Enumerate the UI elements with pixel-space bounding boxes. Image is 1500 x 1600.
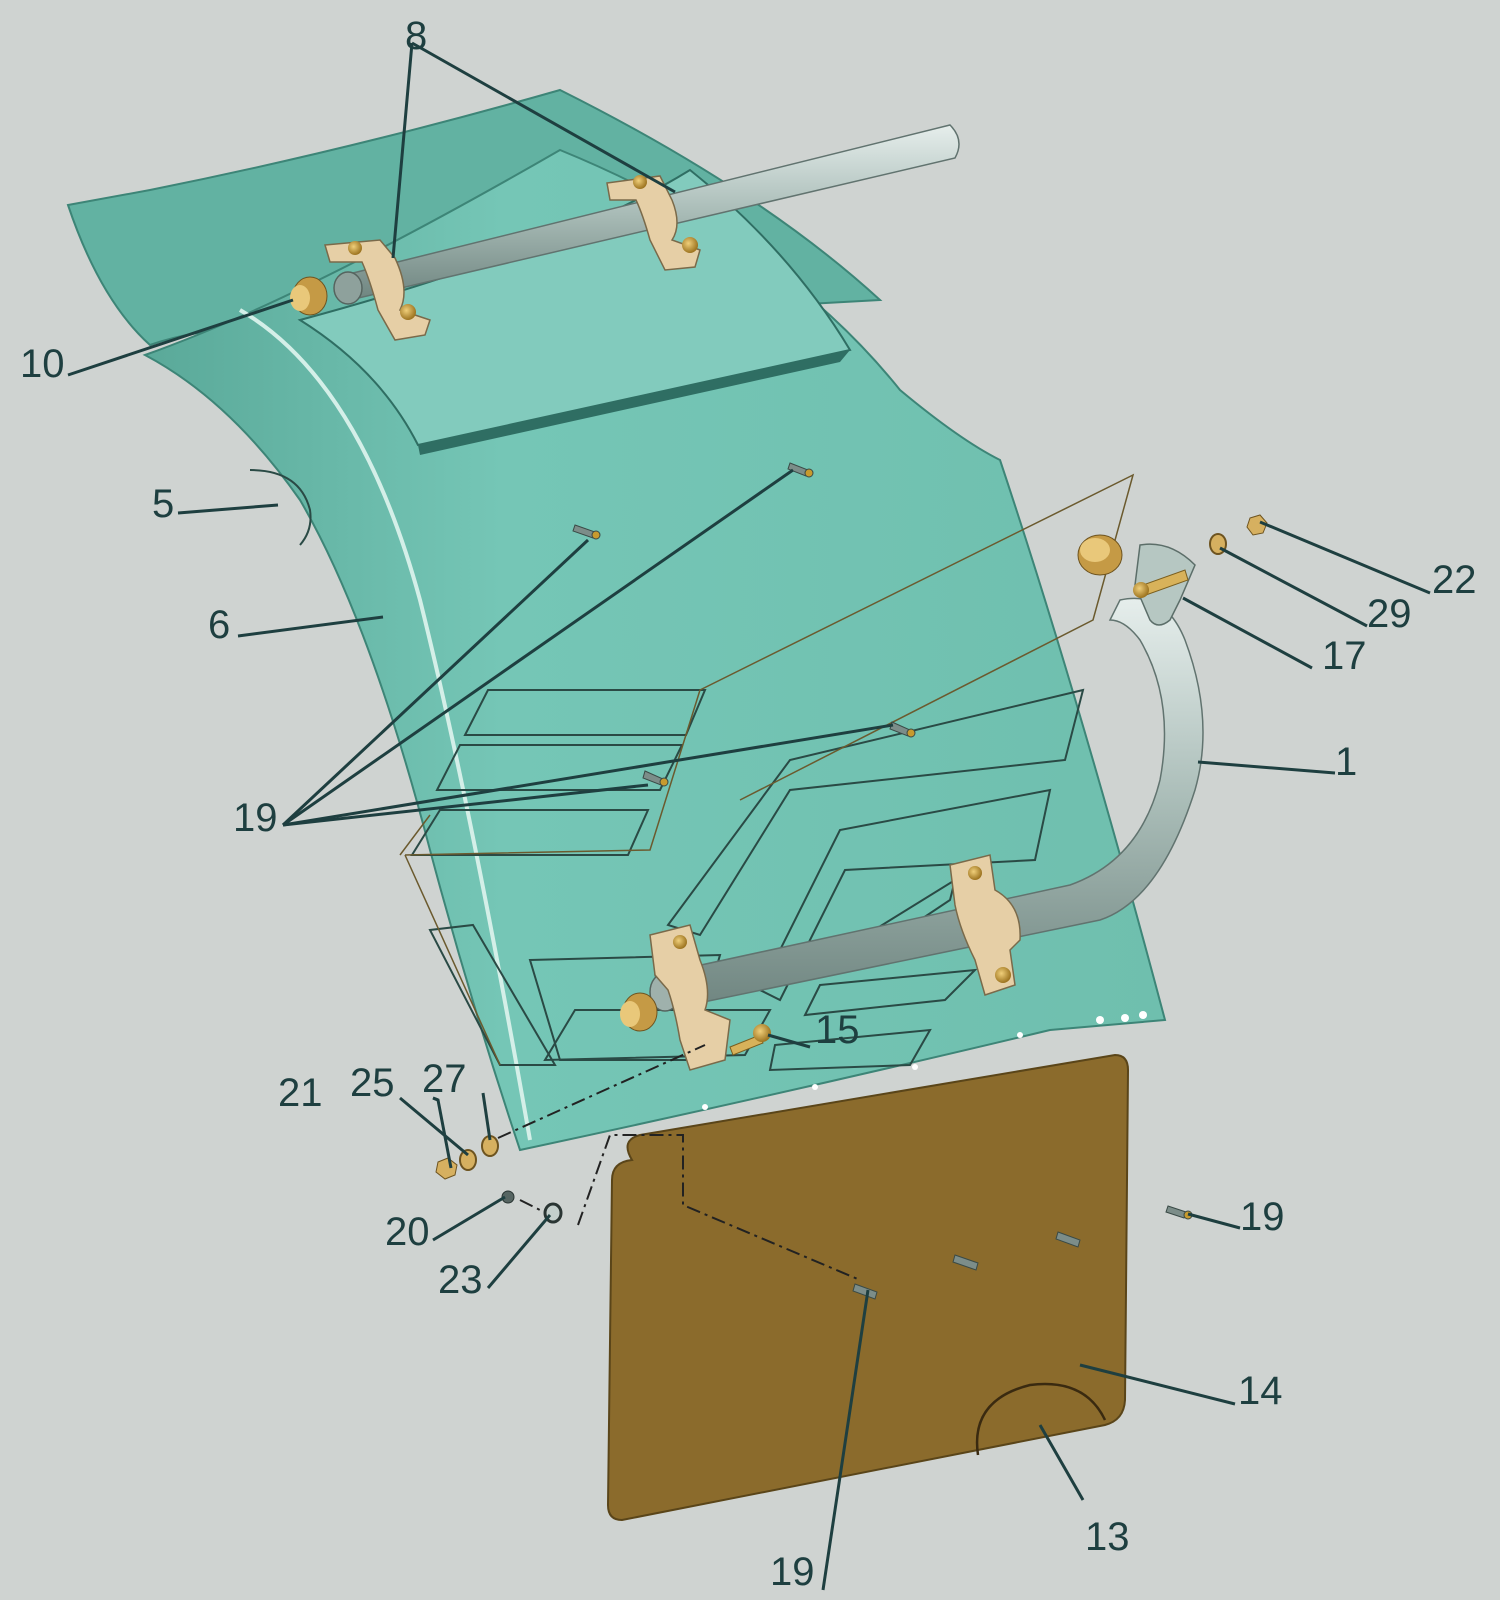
callout-10: 10: [20, 342, 65, 386]
callout-19-bottom: 19: [770, 1550, 815, 1594]
callout-5: 5: [152, 482, 174, 526]
bolt-15: [729, 1024, 771, 1056]
nut-20: [501, 1190, 515, 1204]
callout-17: 17: [1322, 634, 1367, 678]
callout-14: 14: [1238, 1369, 1283, 1413]
callout-labels: 8 10 5 6 19 22 29 17 1 15 21 25 27 20 23…: [20, 14, 1477, 1594]
screws-19: [572, 462, 1193, 1300]
callout-27: 27: [422, 1057, 467, 1101]
washer-25: [459, 1149, 477, 1171]
hardware-set: [435, 1135, 563, 1224]
plug-10: [290, 276, 328, 316]
plug-lower: [620, 992, 658, 1032]
pipe-bracket-right: [606, 175, 701, 271]
nut-21: [435, 1157, 458, 1180]
callout-15: 15: [815, 1008, 860, 1052]
callout-22: 22: [1432, 558, 1477, 602]
callout-25: 25: [350, 1061, 395, 1105]
mudflap: [606, 1011, 1147, 1522]
callout-8: 8: [405, 14, 427, 58]
lower-pipe: [654, 597, 1204, 1011]
callout-19-right: 19: [1240, 1195, 1285, 1239]
callout-21: 21: [278, 1071, 323, 1115]
mudflap-cutout-13: [975, 1382, 1107, 1456]
plug-upper-right: [1077, 534, 1123, 576]
leader-lines: [67, 41, 1431, 1591]
pipe-bracket-lower-left: [649, 924, 731, 1071]
lower-pipe-assembly: [620, 514, 1268, 1071]
pipe-bracket-lower-right: [949, 854, 1021, 996]
callout-1: 1: [1335, 740, 1357, 784]
callout-19-left: 19: [233, 796, 278, 840]
fender-bottom-holes: [702, 1011, 1147, 1110]
decal-outlines: [399, 473, 1135, 1072]
fender-body: [66, 88, 1167, 1152]
fender-top-plate-shadow: [418, 350, 850, 455]
upper-pipe-assembly: [290, 124, 960, 341]
callout-29: 29: [1367, 592, 1412, 636]
fender-cutout-5: [249, 469, 312, 546]
fender-edge-highlight: [238, 308, 532, 1141]
assembly-lines: [497, 1044, 861, 1281]
mudflap-body: [606, 1053, 1130, 1522]
callout-23: 23: [438, 1258, 483, 1302]
callout-6: 6: [208, 603, 230, 647]
nut-22: [1246, 514, 1268, 536]
callout-20: 20: [385, 1210, 430, 1254]
callout-13: 13: [1085, 1515, 1130, 1559]
